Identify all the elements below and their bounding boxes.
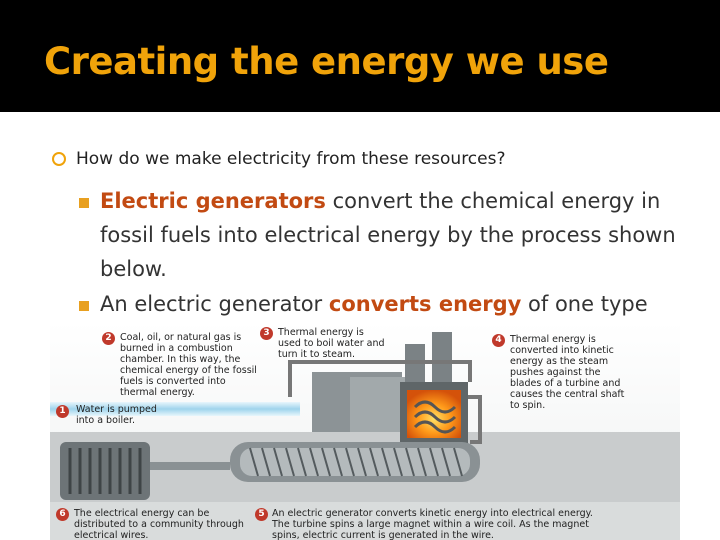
bullet-generators: Electric generators convert the chemical… [100, 184, 700, 286]
step-5-badge: 5 [255, 508, 268, 521]
keyword-electric-generators: Electric generators [100, 189, 326, 213]
square-bullet-icon [79, 301, 89, 311]
power-plant-diagram: 2 Coal, oil, or natural gas is burned in… [50, 322, 680, 540]
step-4-badge: 4 [492, 334, 505, 347]
step-4-caption: Thermal energy is converted into kinetic… [510, 334, 625, 411]
step-1-badge: 1 [56, 405, 69, 418]
step-3-badge: 3 [260, 327, 273, 340]
keyword-converts-energy: converts energy [328, 292, 522, 316]
step-3-caption: Thermal energy is used to boil water and… [278, 327, 385, 360]
step-2-caption: Coal, oil, or natural gas is burned in a… [120, 332, 257, 398]
step-5-caption: An electric generator converts kinetic e… [272, 508, 593, 540]
bullet-converts-rest: of one type [521, 292, 648, 316]
step-6-badge: 6 [56, 508, 69, 521]
bullet-converts-prefix: An electric generator [100, 292, 329, 316]
square-bullet-icon [79, 198, 89, 208]
step-6-caption: The electrical energy can be distributed… [74, 508, 244, 540]
title-bar: Creating the energy we use [0, 0, 720, 112]
step-1-caption: Water is pumped into a boiler. [76, 404, 157, 426]
circle-bullet-icon [52, 152, 66, 166]
bullet-question: How do we make electricity from these re… [76, 149, 506, 169]
slide-title: Creating the energy we use [44, 40, 609, 83]
power-plant-illustration [50, 322, 680, 540]
step-2-badge: 2 [102, 332, 115, 345]
bullet-generators-text: convert the chemical energy in fossil fu… [100, 189, 676, 281]
bullet-converts: An electric generator converts energy of… [100, 287, 700, 321]
